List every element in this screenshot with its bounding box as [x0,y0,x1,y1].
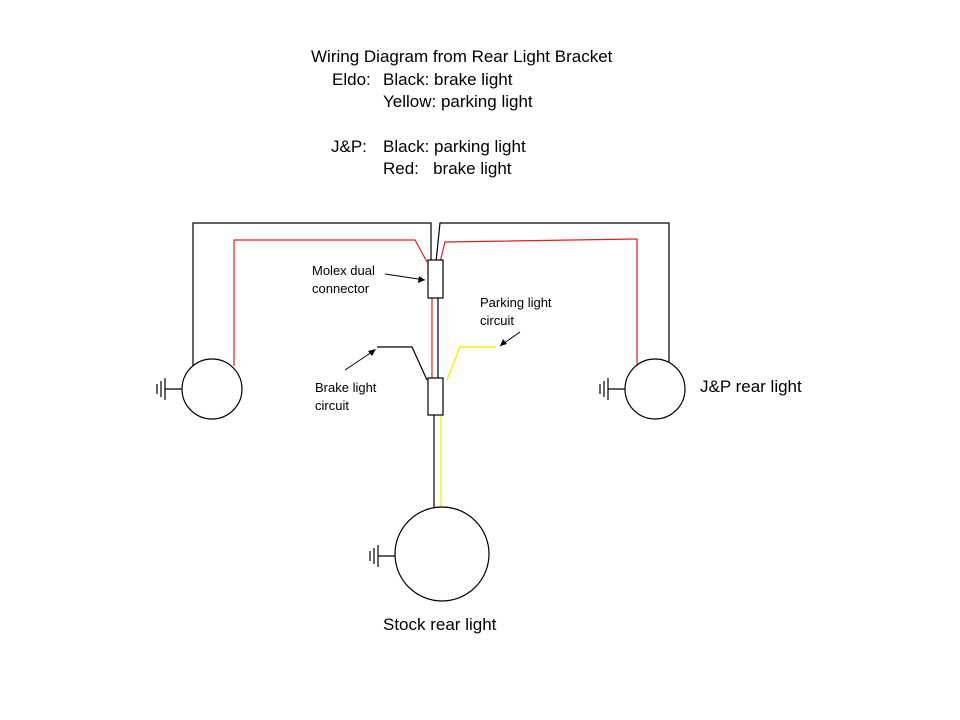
wires [192,222,670,507]
parking-arrowhead [500,339,507,346]
parking-label-line1: Parking light [480,295,552,310]
molex-dual-connector [427,259,444,299]
parking-label-line2: circuit [480,313,514,328]
brake-label-line1: Brake light [315,380,377,395]
jp-rear-light-label: J&P rear light [700,377,802,396]
molex-arrowhead [418,276,425,283]
lower-connector [427,377,444,416]
black-wire-right [435,222,670,366]
parking-circuit-wire [446,346,496,381]
jp-label: J&P: [331,137,367,156]
stock-rear-light [394,506,490,602]
jp-black-legend: Black: parking light [383,137,526,156]
eldo-yellow-legend: Yellow: parking light [383,92,533,111]
eldo-rear-light [181,358,243,420]
red-wire-left [233,239,428,366]
black-wire-left [192,222,432,366]
annotation-arrows [344,273,521,371]
brake-circuit-wire [377,346,428,381]
eldo-label: Eldo: [332,70,371,89]
jp-red-legend: Red: brake light [383,159,512,178]
ground-icon-left [156,378,182,400]
red-wire-right [439,238,638,366]
stock-rear-light-label: Stock rear light [383,615,497,634]
annotation-labels: Molex dual connector Parking light circu… [312,263,552,413]
jp-rear-light [624,358,686,420]
brake-label-line2: circuit [315,398,349,413]
ground-icon-stock [369,545,395,567]
ground-icon-right [599,378,625,400]
eldo-black-legend: Black: brake light [383,70,513,89]
brake-arrowhead [368,349,376,356]
molex-label-line1: Molex dual [312,263,375,278]
molex-arrow [384,273,426,281]
heading-block: Wiring Diagram from Rear Light Bracket E… [311,47,613,178]
molex-label-line2: connector [312,281,370,296]
diagram-title: Wiring Diagram from Rear Light Bracket [311,47,613,66]
